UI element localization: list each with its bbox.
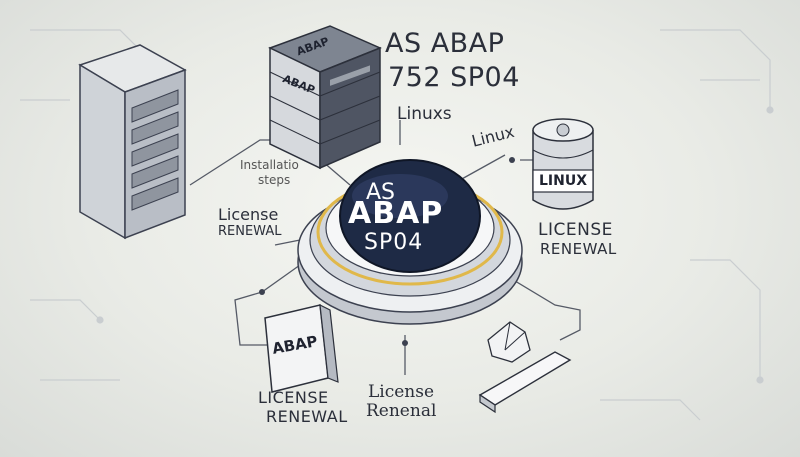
license-bottom-mid-line-2: Renenal (366, 401, 437, 421)
linuxs-label: Linuxs (397, 104, 452, 124)
database-icon (532, 118, 594, 210)
title-line-2: 752 SP04 (388, 62, 520, 93)
license-right-line-2: RENEWAL (540, 240, 617, 258)
paper-fan-icon (478, 321, 572, 414)
server-stack-icon (268, 25, 382, 170)
card-icon (264, 303, 339, 393)
license-bottom-mid-line-1: License (368, 382, 435, 402)
connector-dots (259, 157, 515, 346)
title-line-1: AS ABAP (385, 28, 505, 59)
license-left-line-1: License (218, 205, 279, 224)
circuit-traces (20, 29, 774, 421)
license-right-line-1: LICENSE (538, 220, 613, 240)
server-tower-icon (78, 44, 187, 240)
license-bottom-left-line-1: LICENSE (258, 388, 329, 407)
installation-label-line-2: steps (258, 173, 291, 187)
database-label: LINUX (539, 173, 588, 189)
center-button-base (297, 159, 523, 325)
license-bottom-left-line-2: RENEWAL (266, 407, 348, 426)
center-button-line-3: SP04 (364, 230, 424, 255)
center-button-line-1: AS (366, 180, 396, 205)
license-left-line-2: RENEWAL (218, 224, 282, 239)
installation-label-line-1: Installatio (240, 158, 299, 172)
center-button-line-2: ABAP (348, 196, 444, 231)
